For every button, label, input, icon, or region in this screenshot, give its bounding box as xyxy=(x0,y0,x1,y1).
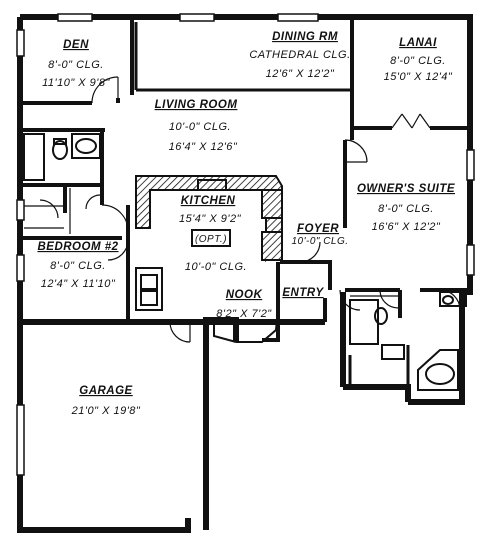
kitchen-name: KITCHEN xyxy=(181,195,236,207)
lanai-labels: LANAI 8'-0" CLG. 15'0" X 12'4" xyxy=(384,37,453,83)
owners-labels: OWNER'S SUITE 8'-0" CLG. 16'6" X 12'2" xyxy=(357,183,455,233)
bedroom2-labels: BEDROOM #2 8'-0" CLG. 12'4" X 11'10" xyxy=(37,241,118,290)
garage-size: 21'0" X 19'8" xyxy=(71,405,141,417)
doors xyxy=(39,76,461,343)
windows xyxy=(16,13,475,476)
bedroom2-name: BEDROOM #2 xyxy=(37,241,118,253)
den-labels: DEN 8'-0" CLG. 11'10" X 9'8" xyxy=(42,39,110,89)
exterior-walls xyxy=(17,14,473,533)
interior-walls xyxy=(20,19,470,387)
kitchen-island-label: (OPT.) xyxy=(195,234,227,245)
owners-size: 16'6" X 12'2" xyxy=(372,221,441,233)
nook-name: NOOK xyxy=(226,289,263,301)
garage-labels: GARAGE 21'0" X 19'8" xyxy=(71,385,141,417)
bedroom2-size: 12'4" X 11'10" xyxy=(41,278,116,290)
foyer-ceiling: 10'-0" CLG. xyxy=(291,236,348,247)
owners-name: OWNER'S SUITE xyxy=(357,183,455,195)
living-labels: LIVING ROOM 10'-0" CLG. 16'4" X 12'6" xyxy=(155,99,238,153)
owners-ceiling: 8'-0" CLG. xyxy=(378,203,434,215)
kitchen-size: 15'4" X 9'2" xyxy=(179,213,242,225)
living-size: 16'4" X 12'6" xyxy=(169,141,238,153)
dining-size: 12'6" X 12'2" xyxy=(266,68,335,80)
den-size: 11'10" X 9'8" xyxy=(42,77,110,89)
kitchen-labels: KITCHEN 15'4" X 9'2" (OPT.) 10'-0" CLG. xyxy=(179,195,247,273)
kitchen-counters xyxy=(135,175,283,311)
entry-name: ENTRY xyxy=(282,287,324,299)
den-name: DEN xyxy=(63,39,89,51)
nook-bay xyxy=(236,307,279,343)
kitchen-island xyxy=(191,229,231,247)
dining-name: DINING RM xyxy=(272,31,338,43)
garage-name: GARAGE xyxy=(79,385,132,397)
foyer-name: FOYER xyxy=(297,223,339,235)
nook-labels: NOOK 8'2" X 7'2" xyxy=(216,289,272,320)
nook-size: 8'2" X 7'2" xyxy=(216,308,272,320)
living-ceiling: 10'-0" CLG. xyxy=(169,121,231,133)
closet-rods xyxy=(24,188,398,297)
den-ceiling: 8'-0" CLG. xyxy=(48,59,104,71)
dining-ceiling: CATHEDRAL CLG. xyxy=(249,49,350,61)
living-name: LIVING ROOM xyxy=(155,99,238,111)
bedroom2-ceiling: 8'-0" CLG. xyxy=(50,260,106,272)
lanai-size: 15'0" X 12'4" xyxy=(384,71,453,83)
dining-labels: DINING RM CATHEDRAL CLG. 12'6" X 12'2" xyxy=(249,31,350,80)
lanai-name: LANAI xyxy=(399,37,437,49)
foyer-labels: FOYER 10'-0" CLG. xyxy=(291,223,348,247)
bath-fixtures xyxy=(23,133,467,391)
kitchen-ceiling: 10'-0" CLG. xyxy=(185,261,247,273)
lanai-ceiling: 8'-0" CLG. xyxy=(390,55,446,67)
